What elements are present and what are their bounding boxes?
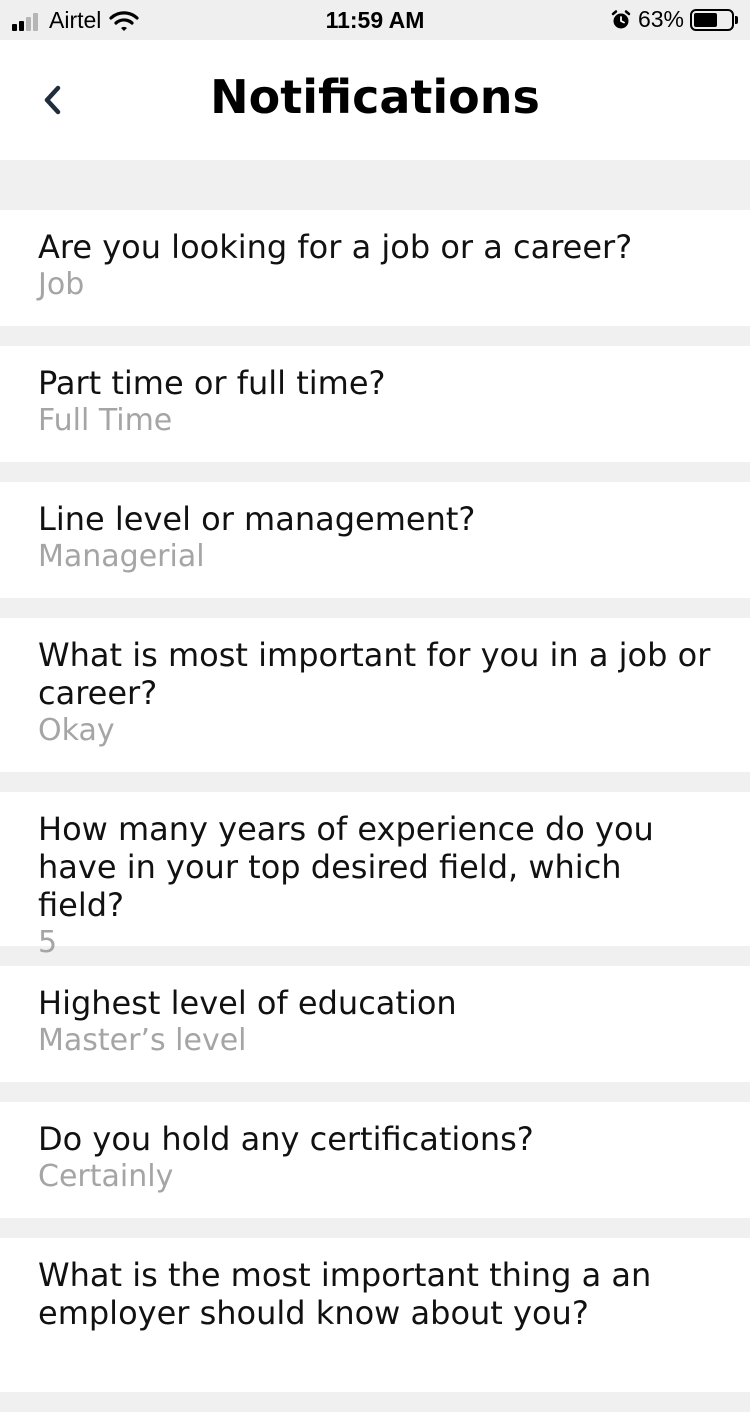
question-label: Highest level of education xyxy=(38,984,457,1022)
question-label: Line level or management? xyxy=(38,500,476,538)
wifi-icon xyxy=(109,10,140,31)
question-label: How many years of experience do you have… xyxy=(38,810,654,924)
battery-percent: 63% xyxy=(637,6,684,32)
answer-value: Certainly xyxy=(38,1159,174,1194)
status-bar: Airtel 11:59 AM 63% xyxy=(0,0,750,40)
signal-icon xyxy=(12,11,40,31)
status-right: 63% xyxy=(610,6,738,33)
list-item[interactable]: Part time or full time?Full Time xyxy=(0,346,750,462)
answer-value: Full Time xyxy=(38,403,173,438)
status-time: 11:59 AM xyxy=(325,7,425,33)
question-label: What is the most important thing a an em… xyxy=(38,1256,652,1332)
answer-value: Master’s level xyxy=(38,1023,247,1058)
carrier-name: Airtel xyxy=(49,7,102,33)
question-label: Part time or full time? xyxy=(38,364,386,402)
list-item[interactable]: How many years of experience do you have… xyxy=(0,792,750,960)
question-label: Are you looking for a job or a career? xyxy=(38,228,633,266)
alarm-icon xyxy=(611,9,631,28)
answer-value: Managerial xyxy=(38,539,205,574)
list-item[interactable]: Do you hold any certifications?Certainly xyxy=(0,1102,750,1218)
nav-bar: Notifications xyxy=(0,40,750,160)
settings-list: Are you looking for a job or a career?Jo… xyxy=(0,210,750,1412)
answer-value: 5 xyxy=(38,925,58,960)
answer-value: Okay xyxy=(38,713,115,748)
battery-fill xyxy=(694,12,717,27)
list-item[interactable]: Line level or management?Managerial xyxy=(0,482,750,598)
back-button[interactable] xyxy=(30,78,74,122)
question-label: What is most important for you in a job … xyxy=(38,636,711,712)
list-item[interactable]: Are you looking for a job or a career?Jo… xyxy=(0,210,750,326)
question-label: Do you hold any certifications? xyxy=(38,1120,534,1158)
battery-icon xyxy=(690,8,738,31)
chevron-left-icon xyxy=(44,85,61,115)
page-title: Notifications xyxy=(210,70,540,124)
list-item[interactable]: What is most important for you in a job … xyxy=(0,618,750,772)
answer-value: Job xyxy=(38,267,85,302)
list-item[interactable]: What is the most important thing a an em… xyxy=(0,1238,750,1392)
status-left: Airtel xyxy=(12,7,140,34)
